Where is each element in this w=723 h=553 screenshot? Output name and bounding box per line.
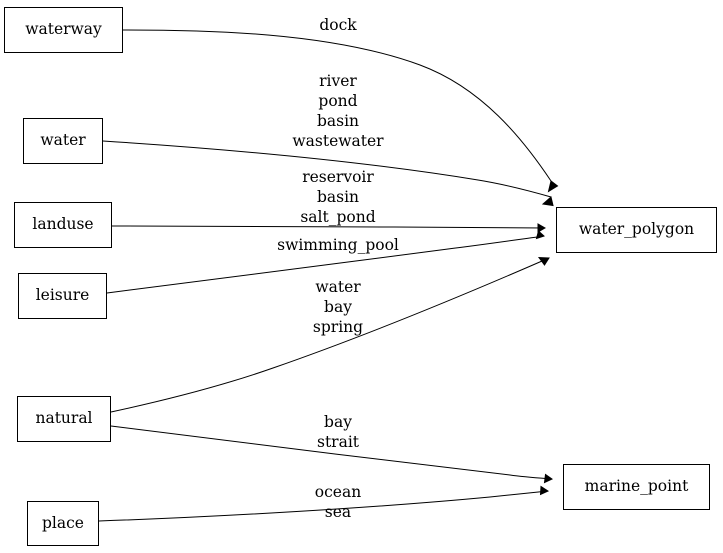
node-marine_point[interactable]: marine_point bbox=[563, 464, 710, 510]
node-landuse[interactable]: landuse bbox=[14, 202, 112, 248]
edge-label: bay strait bbox=[316, 413, 360, 451]
node-leisure[interactable]: leisure bbox=[18, 273, 107, 319]
node-place[interactable]: place bbox=[27, 501, 99, 546]
edge-label: swimming_pool bbox=[277, 236, 399, 254]
node-waterway[interactable]: waterway bbox=[4, 7, 123, 53]
edge-label: water bay spring bbox=[312, 278, 364, 336]
edge-arrowhead bbox=[537, 223, 547, 233]
edge-arrowhead bbox=[537, 256, 550, 266]
edge-label: dock bbox=[319, 16, 357, 34]
edge-arrowhead bbox=[547, 180, 559, 193]
node-water[interactable]: water bbox=[23, 118, 103, 164]
edge-arrowhead bbox=[541, 196, 554, 207]
edge-arrowhead bbox=[543, 473, 554, 484]
node-natural[interactable]: natural bbox=[17, 396, 111, 442]
node-water_polygon[interactable]: water_polygon bbox=[556, 207, 717, 253]
edge-label: river pond basin wastewater bbox=[292, 72, 384, 150]
edge-arrowhead bbox=[535, 230, 545, 240]
edge-label: reservoir basin salt_pond bbox=[300, 168, 376, 226]
edge-arrowhead bbox=[539, 485, 550, 496]
edge-label: ocean sea bbox=[314, 483, 362, 521]
